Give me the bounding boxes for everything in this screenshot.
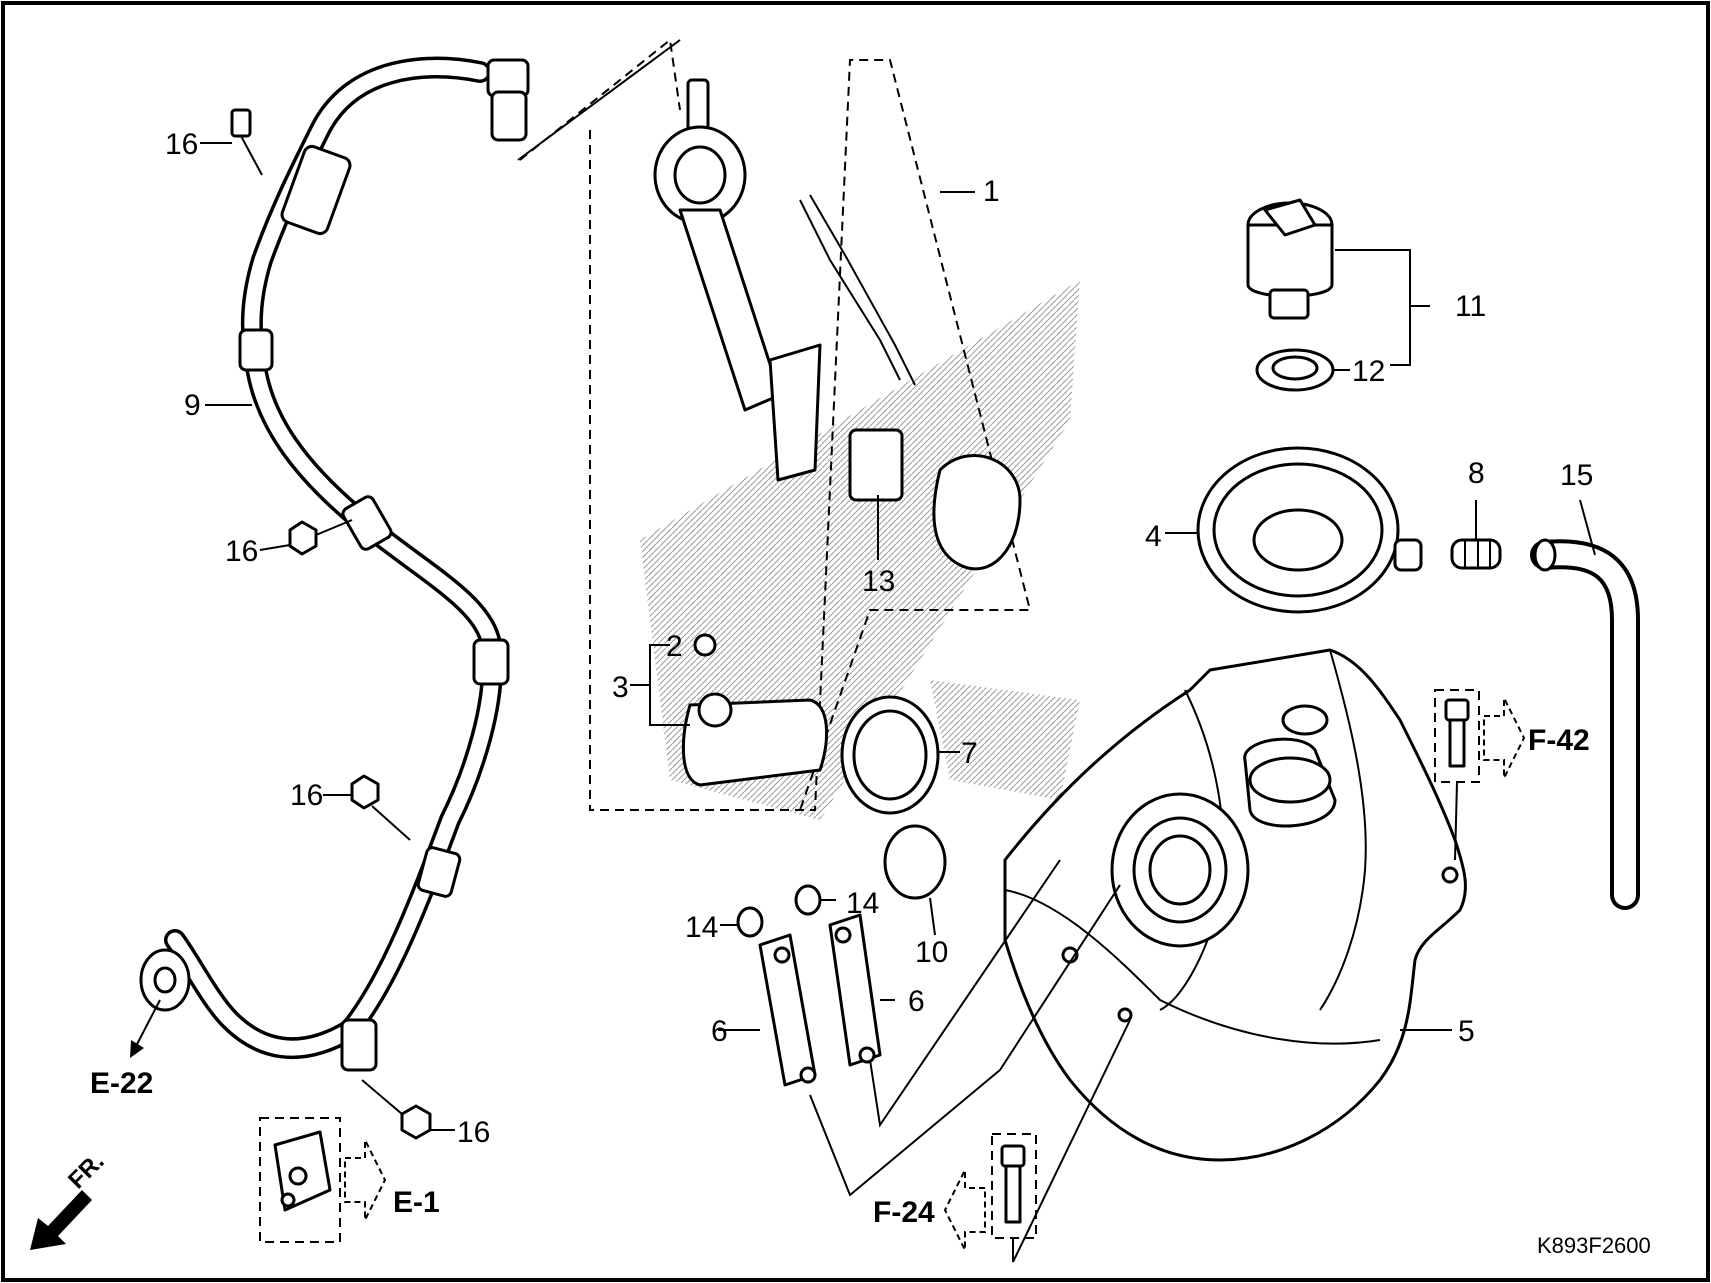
o-ring-10	[883, 824, 947, 936]
callout-16-top: 16	[165, 128, 198, 161]
callout-9: 9	[184, 389, 201, 422]
callout-16-mid-leader	[259, 544, 291, 551]
bracket-6-left	[718, 933, 817, 1087]
tank-bolt-f24	[991, 1019, 1131, 1263]
cap-gasket-12	[1255, 348, 1350, 392]
filler-ring-4	[1165, 446, 1423, 614]
bracket-6-right	[828, 913, 895, 1067]
ref-f42: F-42	[1528, 724, 1590, 757]
callout-16-bottom: 16	[457, 1116, 490, 1149]
callout-1: 1	[983, 175, 1000, 208]
callout-12: 12	[1352, 355, 1385, 388]
fuel-tank-5	[1003, 648, 1467, 1162]
f24-arrow-shape	[943, 1169, 986, 1251]
callout-4: 4	[1145, 520, 1162, 553]
ref-front: FR.	[63, 1148, 109, 1194]
bolt-16-lower	[350, 774, 411, 841]
nut-14-right	[794, 884, 836, 916]
breather-tube-15	[1530, 499, 1640, 910]
callout-7: 7	[961, 737, 978, 770]
callout-14-left: 14	[685, 911, 718, 944]
clip-8	[1450, 500, 1502, 570]
callout-15: 15	[1560, 459, 1593, 492]
callout-2: 2	[666, 630, 683, 663]
callout-10: 10	[915, 936, 948, 969]
bracket-leaders-2	[869, 859, 1061, 1128]
nut-14-left	[720, 906, 764, 938]
bolt-16-bottom	[361, 1079, 432, 1140]
ref-f24: F-24	[873, 1196, 935, 1229]
fuel-filter-3	[630, 633, 829, 787]
fuel-cap-11	[1246, 198, 1430, 366]
hatched-shading	[640, 280, 1080, 820]
diagram-code: K893F2600	[1537, 1233, 1651, 1258]
callout-6-right: 6	[908, 985, 925, 1018]
tank-bolt-f42	[1434, 689, 1480, 861]
clamp-bracket-detail	[259, 1117, 341, 1243]
ref-e22: E-22	[90, 1067, 153, 1100]
ref-e1: E-1	[393, 1186, 440, 1219]
callout-11: 11	[1455, 290, 1486, 323]
bolt-16-top	[230, 108, 263, 176]
callout-3: 3	[612, 671, 629, 704]
packing-ring-7	[840, 695, 960, 815]
f42-arrow-shape	[1483, 697, 1526, 779]
callout-5: 5	[1458, 1015, 1475, 1048]
callout-14-right: 14	[846, 887, 879, 920]
callout-8: 8	[1468, 457, 1485, 490]
e1-arrow-shape	[344, 1139, 387, 1221]
callout-16-mid: 16	[225, 535, 258, 568]
fuel-hose-9	[139, 56, 530, 1072]
bracket-leaders	[809, 884, 1121, 1197]
front-arrow	[30, 1190, 92, 1250]
callout-16-lower: 16	[290, 779, 323, 812]
e22-arrow	[130, 999, 161, 1058]
bolt-16-mid	[288, 519, 353, 556]
callout-6-left: 6	[711, 1015, 728, 1048]
callout-13: 13	[862, 565, 895, 598]
fuel-pump-unit-1	[517, 38, 1032, 811]
